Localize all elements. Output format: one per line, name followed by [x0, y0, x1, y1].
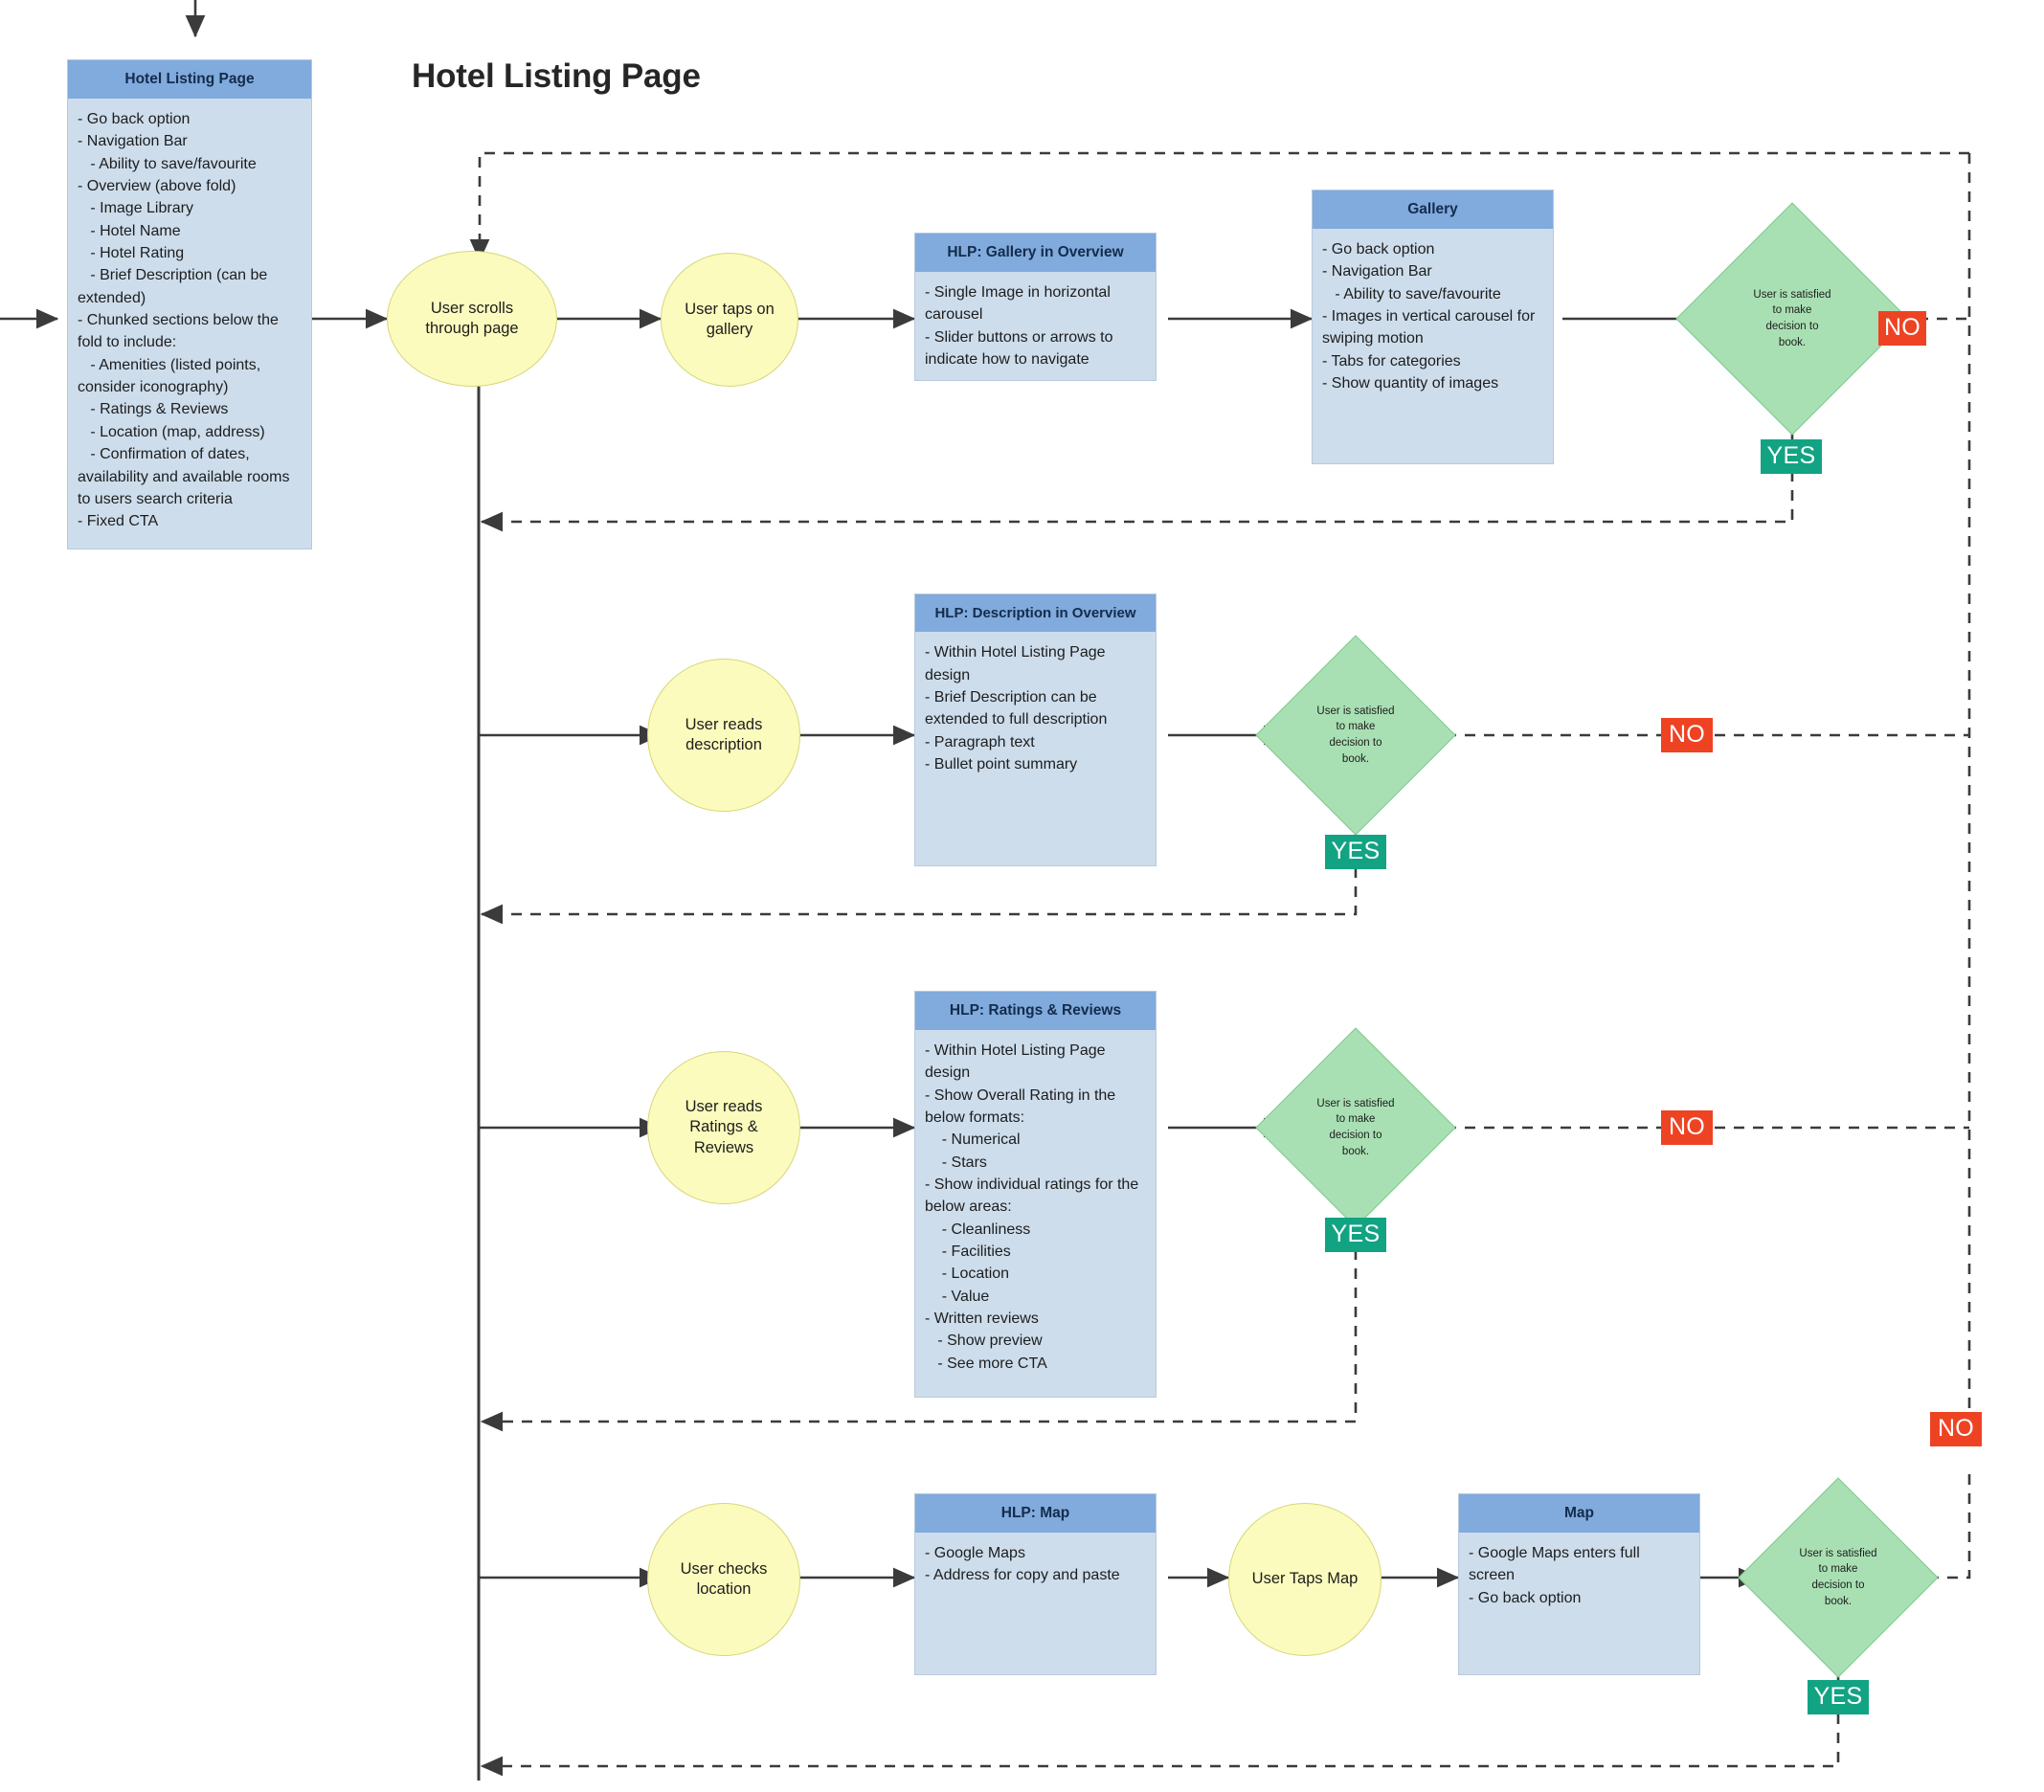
node-gallery[interactable]: Gallery - Go back option - Navigation Ba… [1312, 190, 1554, 464]
node-body: - Go back option - Navigation Bar - Abil… [1322, 240, 1536, 392]
decision-description-satisfied[interactable]: User is satisfied to make decision to bo… [1255, 635, 1456, 836]
node-user-taps-on-gallery[interactable]: User taps on gallery [661, 253, 798, 387]
tag-yes-gallery: YES [1761, 439, 1822, 474]
node-hlp-description-in-overview[interactable]: HLP: Description in Overview - Within Ho… [914, 594, 1157, 866]
node-body: - Google Maps - Address for copy and pas… [925, 1544, 1120, 1584]
node-body: - Go back option - Navigation Bar - Abil… [78, 110, 290, 530]
tag-no-description: NO [1661, 718, 1713, 752]
node-title: HLP: Map [915, 1494, 1156, 1533]
node-body: - Single Image in horizontal carousel - … [925, 283, 1113, 368]
node-user-reads-ratings-reviews[interactable]: User reads Ratings & Reviews [647, 1051, 800, 1204]
node-body: - Within Hotel Listing Page design - Sho… [925, 1042, 1139, 1372]
node-hlp-gallery-in-overview[interactable]: HLP: Gallery in Overview - Single Image … [914, 233, 1157, 381]
tag-no-gallery: NO [1878, 311, 1926, 346]
node-user-scrolls-through-page[interactable]: User scrolls through page [387, 251, 557, 387]
node-title: Gallery [1313, 190, 1553, 229]
node-title: HLP: Gallery in Overview [915, 234, 1156, 272]
node-user-reads-description[interactable]: User reads description [647, 659, 800, 812]
decision-reviews-satisfied[interactable]: User is satisfied to make decision to bo… [1255, 1027, 1456, 1228]
node-map[interactable]: Map - Google Maps enters full screen - G… [1458, 1493, 1700, 1675]
node-title: HLP: Description in Overview [915, 594, 1156, 633]
node-hlp-map[interactable]: HLP: Map - Google Maps - Address for cop… [914, 1493, 1157, 1675]
tag-no-outer: NO [1930, 1412, 1982, 1446]
node-body: - Within Hotel Listing Page design - Bri… [925, 644, 1108, 773]
tag-no-reviews: NO [1661, 1110, 1713, 1145]
decision-map-satisfied[interactable]: User is satisfied to make decision to bo… [1738, 1477, 1939, 1678]
decision-label: User is satisfied to make decision to bo… [1316, 1097, 1395, 1157]
decision-label: User is satisfied to make decision to bo… [1316, 705, 1395, 765]
node-title: HLP: Ratings & Reviews [915, 992, 1156, 1030]
decision-label: User is satisfied to make decision to bo… [1799, 1547, 1877, 1607]
tag-yes-reviews: YES [1325, 1218, 1386, 1252]
decision-label: User is satisfied to make decision to bo… [1753, 288, 1831, 348]
decision-gallery-satisfied[interactable]: User is satisfied to make decision to bo… [1675, 202, 1909, 436]
node-user-checks-location[interactable]: User checks location [647, 1503, 800, 1656]
tag-yes-map: YES [1808, 1680, 1869, 1714]
tag-yes-description: YES [1325, 835, 1386, 869]
node-hotel-listing-page[interactable]: Hotel Listing Page - Go back option - Na… [67, 59, 312, 549]
node-title: Map [1459, 1494, 1699, 1533]
node-hlp-ratings-reviews[interactable]: HLP: Ratings & Reviews - Within Hotel Li… [914, 991, 1157, 1398]
node-title: Hotel Listing Page [68, 60, 311, 99]
page-title: Hotel Listing Page [412, 57, 701, 95]
node-body: - Google Maps enters full screen - Go ba… [1469, 1544, 1640, 1606]
node-user-taps-map[interactable]: User Taps Map [1228, 1503, 1381, 1656]
